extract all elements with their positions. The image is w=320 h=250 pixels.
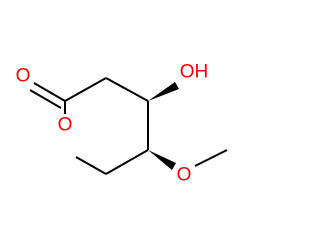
hydroxyl-label: OH	[180, 62, 209, 83]
ring-oxygen-label: O	[58, 115, 73, 136]
bond-c5-o-wedge	[148, 150, 176, 170]
methoxy-oxygen-label: O	[177, 165, 192, 186]
bond-c6-o1	[75, 156, 107, 175]
molecular-structure: O O OH O	[16, 62, 228, 186]
bond-c2-c3	[64, 77, 107, 102]
bond-c2-o-double-b	[29, 89, 62, 109]
carbonyl-oxygen-label: O	[16, 66, 31, 87]
bond-c4-oh-wedge	[148, 82, 179, 101]
bond-c5-c6	[105, 149, 149, 175]
bond-c3-c4	[105, 77, 149, 102]
bond-o-methyl	[194, 149, 228, 167]
bond-c2-o-double-a	[33, 82, 66, 102]
